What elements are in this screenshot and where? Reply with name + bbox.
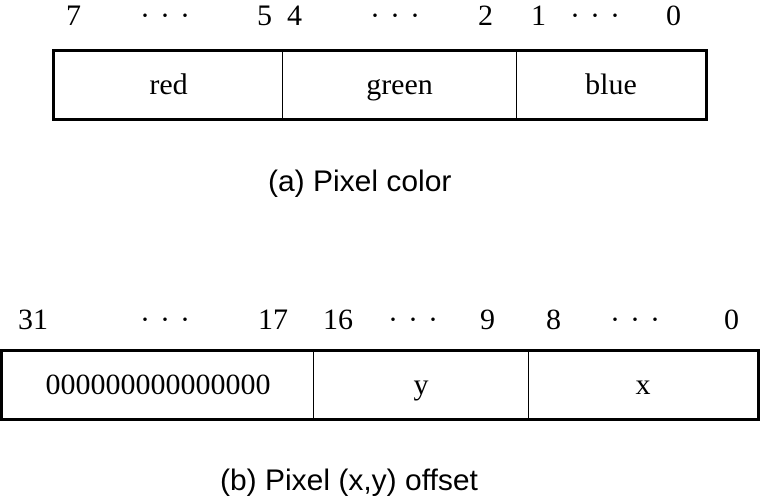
bit-dots-blue: ··· (570, 0, 630, 32)
bit-label-red-low: 5 (257, 0, 272, 32)
bit-label-green-high: 4 (287, 0, 302, 32)
bit-dots-green: ··· (370, 0, 430, 32)
field-y: y (314, 352, 529, 418)
bit-dots-x: ··· (610, 303, 670, 336)
bit-label-y-high: 16 (323, 303, 353, 336)
bit-dots-zero: ··· (140, 303, 200, 336)
caption-pixel-color: (a) Pixel color (268, 165, 452, 198)
bit-label-y-low: 9 (480, 303, 495, 336)
bit-dots-red: ··· (140, 0, 200, 32)
field-red: red (55, 52, 283, 118)
bit-label-blue-low: 0 (666, 0, 681, 32)
bit-label-green-low: 2 (478, 0, 493, 32)
bit-label-zero-high: 31 (18, 303, 48, 336)
field-x: x (635, 368, 651, 401)
field-blue: blue (585, 68, 637, 101)
field-zeros: 000000000000000 (3, 352, 314, 418)
bit-label-zero-low: 17 (258, 303, 288, 336)
bit-label-x-low: 0 (724, 303, 739, 336)
bit-dots-y: ··· (388, 303, 448, 336)
bit-label-red-high: 7 (66, 0, 81, 32)
bit-label-x-high: 8 (546, 303, 561, 336)
caption-pixel-offset: (b) Pixel (x,y) offset (220, 464, 478, 497)
field-green: green (283, 52, 517, 118)
pixel-color-register: red green blue (52, 49, 708, 121)
pixel-offset-register: 000000000000000 y x (0, 349, 760, 421)
bit-label-blue-high: 1 (531, 0, 546, 32)
